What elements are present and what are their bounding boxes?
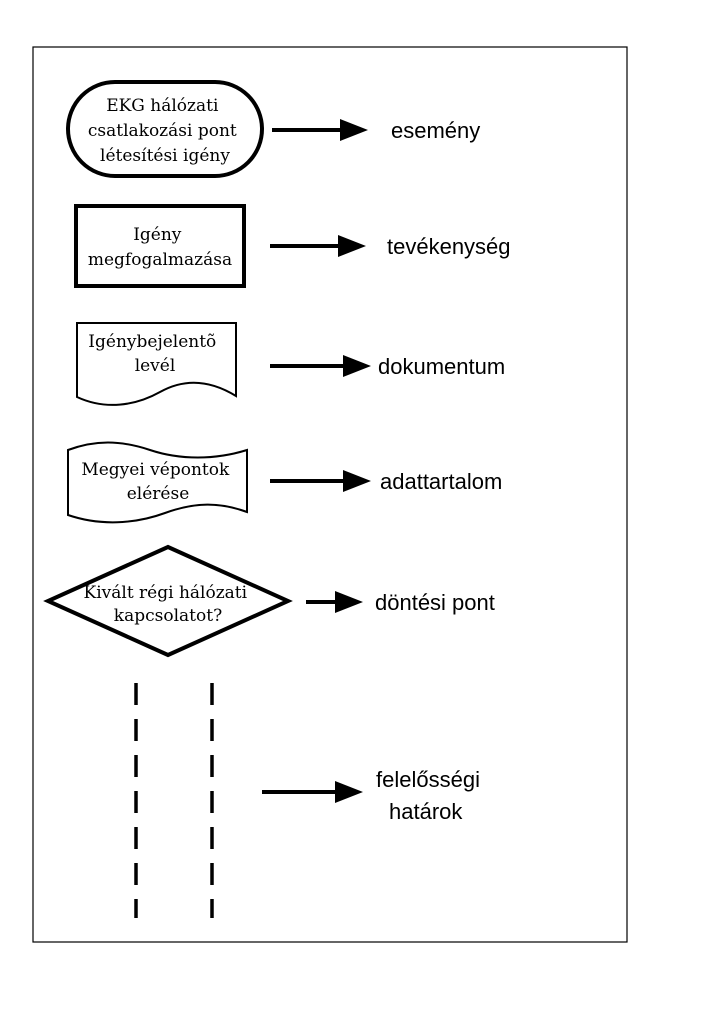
document-shape [76,322,237,406]
decision-shape [43,544,293,658]
decision-arrow [306,591,363,613]
responsibility-arrow [262,781,363,803]
document-arrow [270,355,371,377]
event-shape-line-2: csatlakozási pont [88,121,237,141]
activity-shape-line-1: Igény [133,225,182,245]
document-legend-row: Igénybejelentõ levél dokumentum [76,322,505,406]
svg-text:felelősségi határok: felelősségi határok [376,767,486,824]
activity-label: tevékenység [387,234,511,259]
data-content-shape-line-1: Megyei vépontok [81,460,230,480]
decision-shape-line-1: Kivált régi hálózati [84,583,248,603]
legend-frame [32,46,628,943]
svg-text:Kivált régi hálózati kap: Kivált régi hálózati kapcsolatot? [84,583,253,626]
responsibility-legend-row: felelősségi határok [134,683,486,918]
document-label: dokumentum [378,354,505,379]
decision-shape-line-2: kapcsolatot? [114,606,222,626]
svg-text:Igénybejelentõ levél: Igénybejelentõ levél [88,332,221,376]
document-shape-line-1: Igénybejelentõ [88,332,216,352]
data-content-label: adattartalom [380,469,502,494]
event-label: esemény [391,118,480,143]
data-content-shape-line-2: elérése [127,484,190,504]
activity-shape [74,204,246,288]
document-shape-line-2: levél [135,356,176,376]
decision-legend-row: Kivált régi hálózati kapcsolatot? döntés… [43,544,495,658]
data-content-shape [67,441,248,524]
responsibility-label-line-1: felelősségi [376,767,480,792]
activity-legend-row: Igény megfogalmazása tevékenység [74,204,511,288]
responsibility-label-line-2: határok [389,799,463,824]
activity-shape-line-2: megfogalmazása [88,250,232,270]
svg-text:Megyei vépontok elérése: Megyei vépontok elérése [81,460,234,504]
data-content-legend-row: Megyei vépontok elérése adattartalom [67,441,502,524]
svg-text:Igény megfogalmazása: Igény megfogalmazása [88,225,232,270]
data-content-arrow [270,470,371,492]
event-shape [66,80,264,178]
event-shape-line-1: EKG hálózati [106,96,219,116]
svg-text:EKG hálózati csatlakozás: EKG hálózati csatlakozási pont létesítés… [88,96,242,166]
event-shape-line-3: létesítési igény [100,146,230,166]
event-legend-row: EKG hálózati csatlakozási pont létesítés… [66,80,480,178]
event-arrow [272,119,368,141]
decision-label: döntési pont [375,590,495,615]
activity-arrow [270,235,366,257]
